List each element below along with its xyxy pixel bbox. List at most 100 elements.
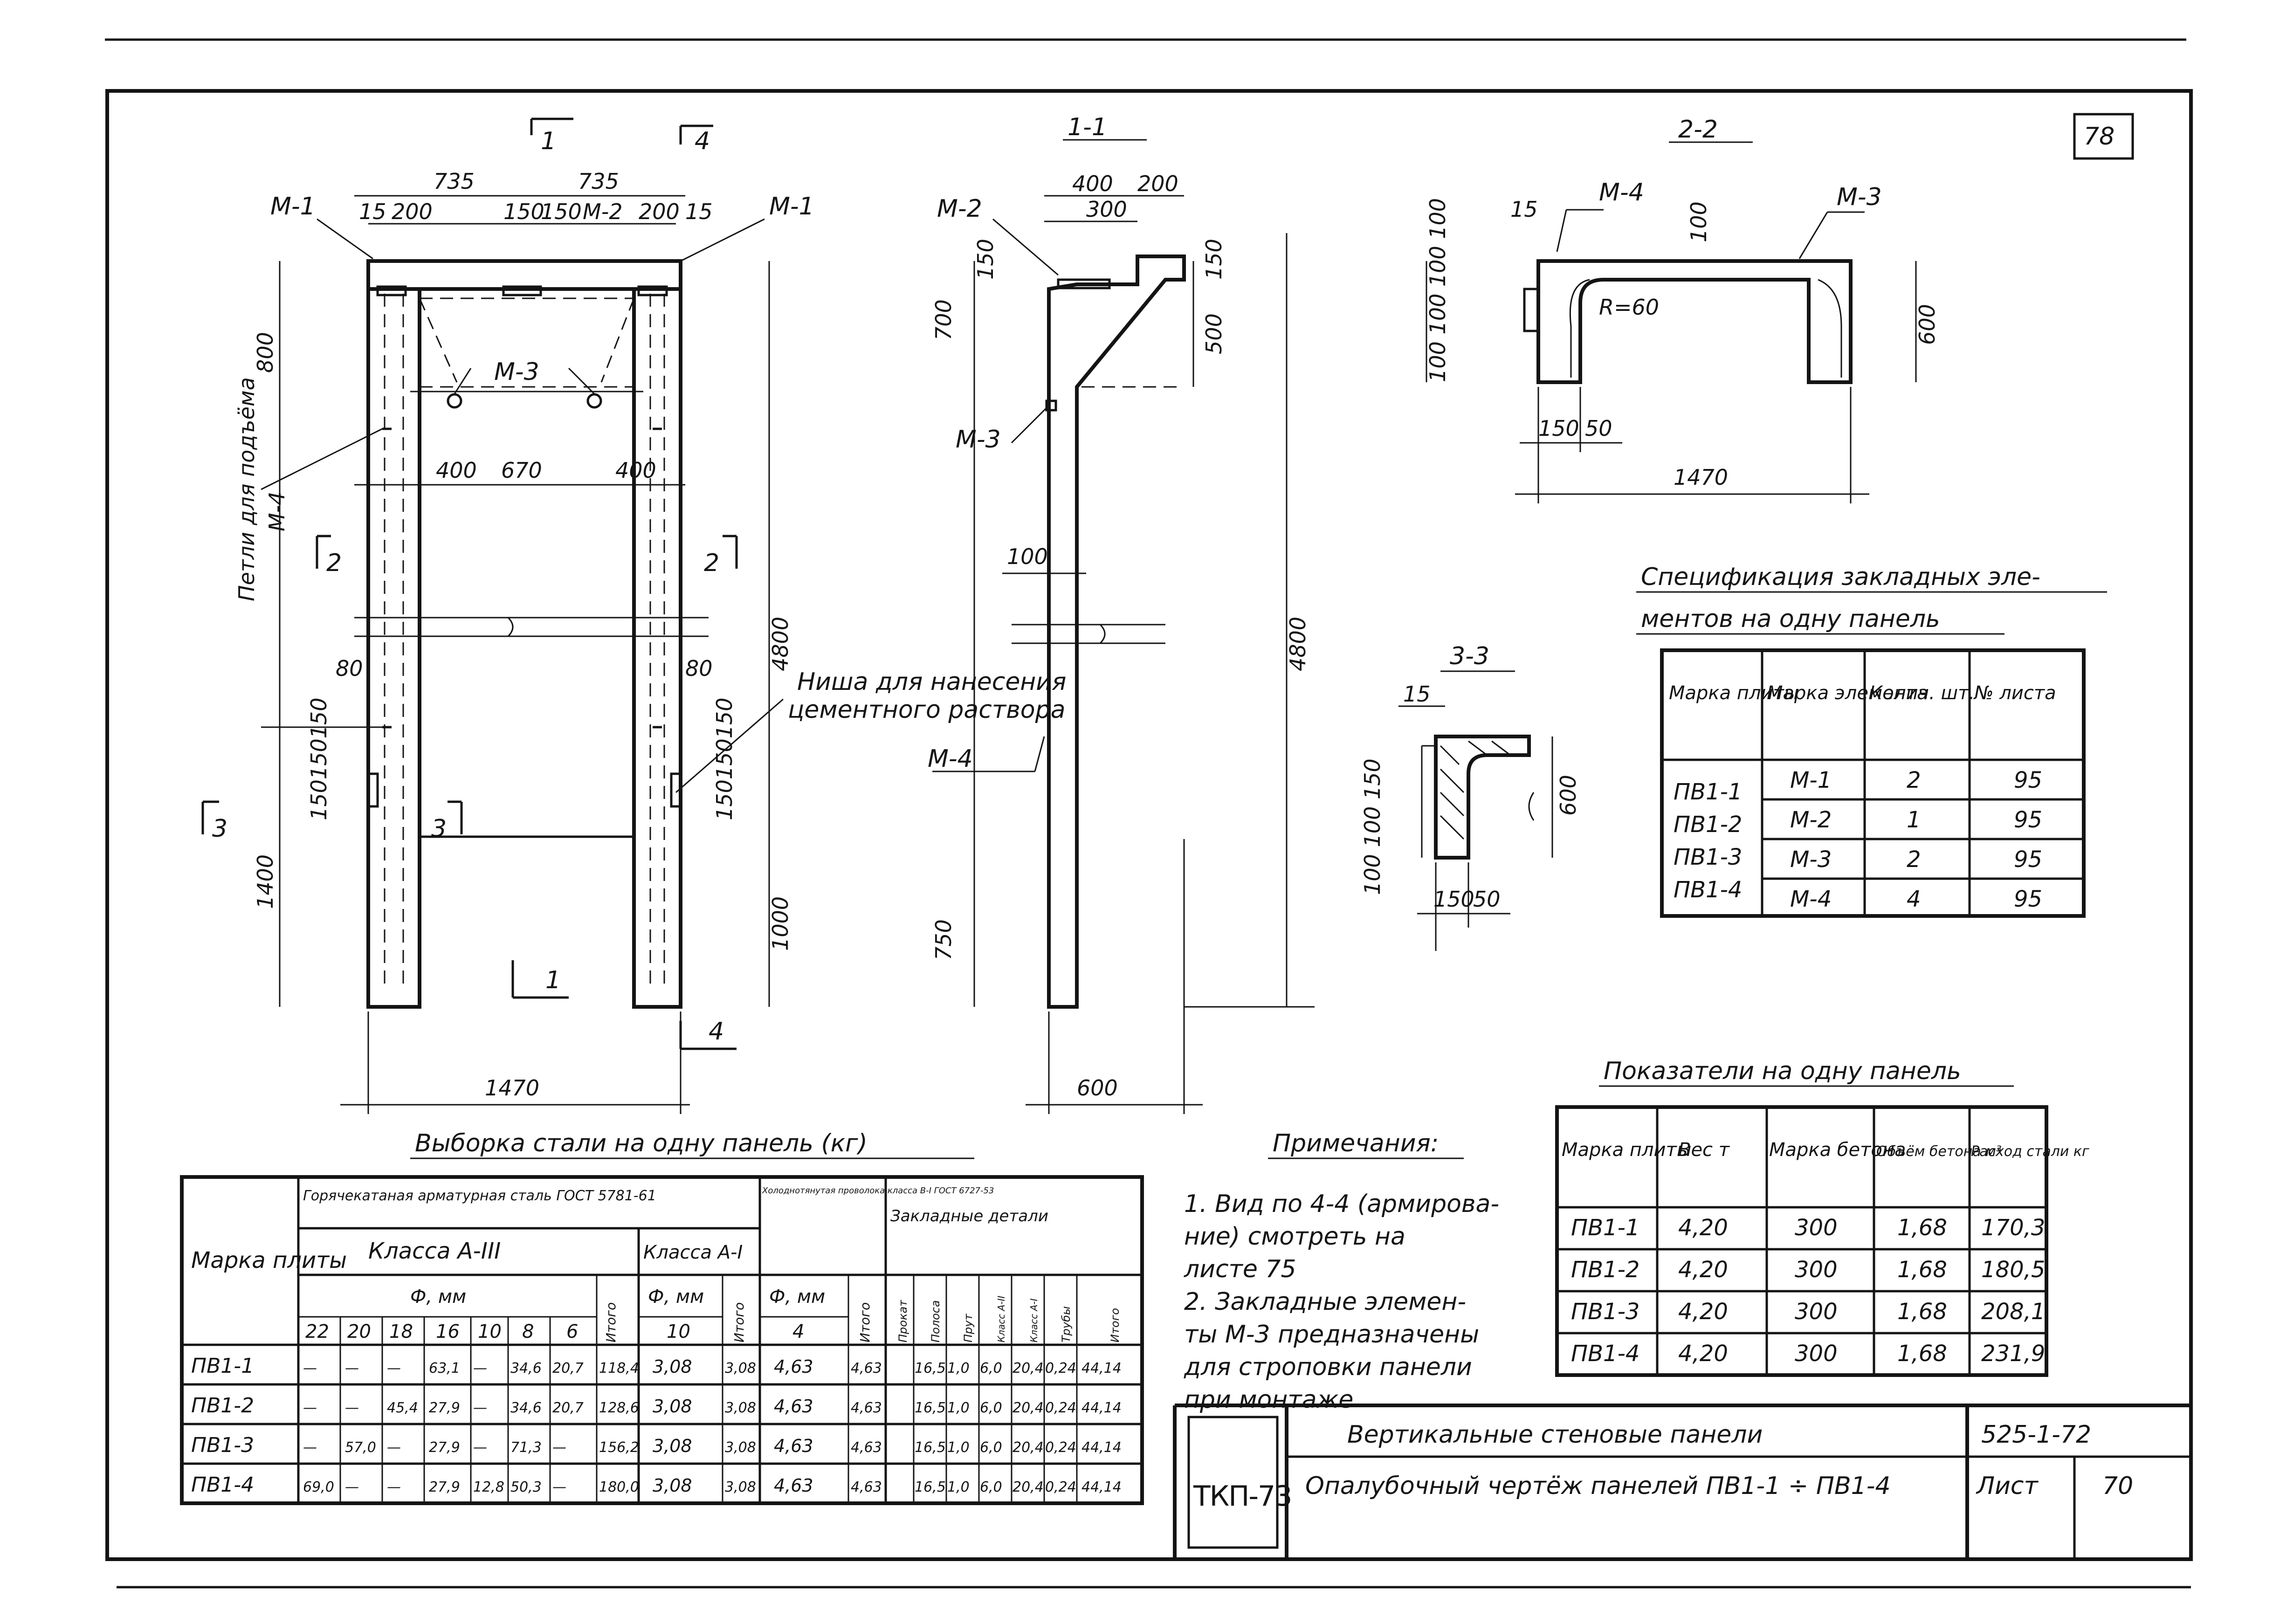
steel-h-total-a3: Итого <box>603 1302 619 1342</box>
dim-200-left: 200 <box>392 199 433 224</box>
spec-title-line1: Спецификация закладных эле- <box>1641 563 2040 591</box>
ind-r1-plate: ПВ1-1 <box>1571 1215 1639 1241</box>
steel-row1-cell12: 4,63 <box>774 1356 813 1377</box>
steel-row1-cell18: 0,24 <box>1045 1360 1076 1376</box>
steel-h-class1: Класса А-I <box>643 1242 743 1263</box>
steel-sub-8: 8 <box>522 1321 534 1342</box>
steel-row2-cell19: 44,14 <box>1081 1400 1122 1416</box>
notes-line-4: 2. Закладные элемен- <box>1184 1288 1466 1316</box>
steel-row4-cell9: 180,0 <box>599 1479 639 1495</box>
sheet-frame <box>105 89 2193 1561</box>
steel-h-dia-a3: Ф, мм <box>410 1286 466 1307</box>
spec-row1-el: М-1 <box>1790 767 1832 793</box>
ind-h-plate: Марка плиты <box>1562 1139 1691 1161</box>
steel-h-class3: Класса А-III <box>368 1238 501 1264</box>
spec-row4-qty: 4 <box>1907 886 1921 912</box>
steel-row2-cell5: 27,9 <box>429 1400 460 1416</box>
ind-r3-grade: 300 <box>1795 1299 1838 1325</box>
steel-sub-bar: Прут <box>962 1314 975 1342</box>
ind-r2-weight: 4,20 <box>1678 1257 1728 1283</box>
s1-dim-150b: 150 <box>1201 239 1226 280</box>
dim-735-left: 735 <box>434 169 475 194</box>
steel-row3-cell1: ПВ1-3 <box>191 1433 254 1457</box>
steel-row4-cell13: 4,63 <box>851 1479 882 1495</box>
mark-m1-right: М-1 <box>769 193 814 220</box>
dim-80-right: 80 <box>685 656 713 681</box>
spec-plate-4: ПВ1-4 <box>1674 877 1742 903</box>
steel-row3-cell14: 16,5 <box>915 1439 946 1456</box>
indicators-table: Показатели на одну панель Марка плиты Ве… <box>1555 1057 2089 1377</box>
notes-line-3: листе 75 <box>1184 1255 1296 1283</box>
steel-row4-cell5: 27,9 <box>429 1479 460 1495</box>
steel-row1-cell3: — <box>345 1360 359 1376</box>
steel-sub-pipes: Трубы <box>1060 1306 1073 1342</box>
ind-title: Показатели на одну панель <box>1604 1057 1961 1085</box>
dim-200-right: 200 <box>639 199 680 224</box>
spec-row4-el: М-4 <box>1790 886 1832 912</box>
steel-h-embedded: Закладные детали <box>890 1207 1048 1225</box>
spec-h-plate: Марка плиты <box>1669 682 1798 704</box>
section-4-bottom: 4 <box>709 1018 724 1046</box>
s1-dim-100: 100 <box>1007 544 1048 569</box>
dim-400-right: 400 <box>615 458 656 483</box>
dim-80-left: 80 <box>336 656 363 681</box>
spec-row3-sheet: 95 <box>2014 846 2042 873</box>
mark-m1-left: М-1 <box>270 193 316 220</box>
steel-row4-cell10: 3,08 <box>653 1475 692 1496</box>
spec-row3-el: М-3 <box>1790 846 1832 873</box>
s2-mark-m4: М-4 <box>1599 179 1644 206</box>
steel-h-total-a1: Итого <box>731 1302 747 1342</box>
spec-plate-1: ПВ1-1 <box>1674 779 1742 805</box>
ind-h-weight: Вес т <box>1678 1139 1730 1161</box>
s1-dim-400: 400 <box>1072 171 1113 196</box>
steel-row2-cell17: 20,4 <box>1013 1400 1044 1416</box>
title-block: ТКП-73 Вертикальные стеновые панели Опал… <box>1173 1404 2191 1559</box>
spec-row3-qty: 2 <box>1907 846 1921 873</box>
s1-dim-700: 700 <box>931 299 956 340</box>
steel-sub-a2: Класс А-II <box>996 1296 1007 1342</box>
ind-r4-weight: 4,20 <box>1678 1341 1728 1367</box>
section-3-title: 3-3 <box>1450 642 1489 670</box>
steel-h-dia-a1: Ф, мм <box>648 1286 704 1307</box>
ind-h-concrete-grade: Марка бетона <box>1769 1139 1906 1161</box>
steel-row2-cell1: ПВ1-2 <box>191 1394 254 1418</box>
steel-sub-strip: Полоса <box>929 1300 942 1342</box>
steel-row4-cell6: 12,8 <box>473 1479 504 1495</box>
spec-row2-sheet: 95 <box>2014 807 2042 833</box>
dim-150-b: 150 <box>541 199 582 224</box>
steel-sub-rolled: Прокат <box>896 1300 909 1342</box>
s2-dim-1470: 1470 <box>1674 465 1728 490</box>
section-2-2: 2-2 15 М-4 М-3 R=60 100 600 100 100 100 … <box>1425 116 1940 503</box>
spec-row2-qty: 1 <box>1907 807 1921 833</box>
s1-dim-500: 500 <box>1201 313 1226 354</box>
mark-m3-front: М-3 <box>494 358 539 386</box>
ind-r4-steel: 231,9 <box>1981 1341 2045 1367</box>
steel-sub-16: 16 <box>436 1321 460 1342</box>
notes-line-6: для строповки панели <box>1184 1353 1472 1381</box>
steel-row1-cell9: 118,4 <box>599 1360 639 1376</box>
steel-row4-cell15: 1,0 <box>947 1479 970 1495</box>
s2-mark-m3: М-3 <box>1837 183 1882 211</box>
steel-row4-cell12: 4,63 <box>774 1475 813 1496</box>
steel-row3-cell18: 0,24 <box>1045 1439 1076 1456</box>
spec-h-element: Марка элемента <box>1767 682 1929 704</box>
ind-r4-volume: 1,68 <box>1897 1341 1947 1367</box>
s1-dim-300: 300 <box>1086 197 1127 222</box>
steel-row1-cell10: 3,08 <box>653 1356 692 1377</box>
s2-dim-r60: R=60 <box>1599 295 1659 320</box>
steel-row4-cell17: 20,4 <box>1013 1479 1044 1495</box>
spec-h-qty: Колич. шт. <box>1869 682 1975 704</box>
steel-row2-cell7: 34,6 <box>510 1400 542 1416</box>
steel-row1-cell13: 4,63 <box>851 1360 882 1376</box>
steel-row3-cell10: 3,08 <box>653 1436 692 1456</box>
steel-h-mark: Марка плиты <box>191 1247 347 1273</box>
note-niche-line1: Ниша для нанесения <box>797 668 1066 696</box>
dim-400-left: 400 <box>436 458 477 483</box>
spec-row1-qty: 2 <box>1907 767 1921 793</box>
steel-row2-cell12: 4,63 <box>774 1396 813 1417</box>
steel-row3-cell5: 27,9 <box>429 1439 460 1456</box>
dim-670: 670 <box>501 458 542 483</box>
dim-150-a: 150 <box>503 199 544 224</box>
ind-r1-volume: 1,68 <box>1897 1215 1947 1241</box>
steel-row4-cell7: 50,3 <box>510 1479 542 1495</box>
